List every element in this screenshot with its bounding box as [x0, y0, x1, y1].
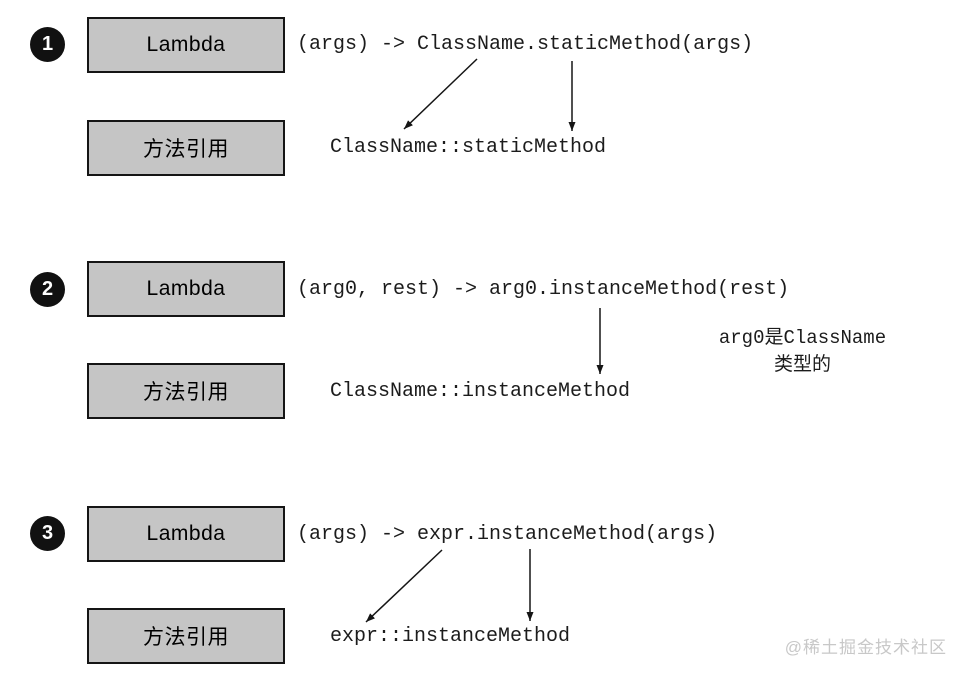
lambda-code-2: (arg0, rest) -> arg0.instanceMethod(rest…	[297, 278, 790, 301]
method-ref-code-2: ClassName::instanceMethod	[330, 380, 631, 403]
lambda-box-label-1: Lambda	[146, 33, 226, 56]
type-annotation-line2: 类型的	[773, 354, 831, 376]
method-ref-box-label-1: 方法引用	[143, 138, 229, 161]
step-number-3: 3	[41, 522, 54, 544]
lambda-code-3: (args) -> expr.instanceMethod(args)	[297, 523, 718, 546]
method-ref-box-2: 方法引用	[87, 363, 285, 419]
lambda-box-2: Lambda	[87, 261, 285, 317]
step-number-badge-3: 3	[30, 516, 65, 551]
step-number-badge-1: 1	[30, 27, 65, 62]
type-annotation-line1: arg0是ClassName	[718, 327, 887, 349]
method-ref-code-1: ClassName::staticMethod	[330, 136, 607, 159]
method-ref-box-label-3: 方法引用	[143, 626, 229, 649]
method-ref-code-3: expr::instanceMethod	[330, 625, 571, 648]
lambda-code-1: (args) -> ClassName.staticMethod(args)	[297, 33, 754, 56]
method-ref-box-label-2: 方法引用	[143, 381, 229, 404]
type-annotation-2: arg0是ClassName 类型的	[685, 325, 920, 379]
method-ref-box-3: 方法引用	[87, 608, 285, 664]
step-number-1: 1	[41, 33, 54, 55]
lambda-box-label-2: Lambda	[146, 277, 226, 300]
method-ref-box-1: 方法引用	[87, 120, 285, 176]
watermark: @稀土掘金技术社区	[784, 638, 947, 657]
arrow-expr-map-3	[365, 549, 443, 623]
lambda-box-3: Lambda	[87, 506, 285, 562]
lambda-box-label-3: Lambda	[146, 522, 226, 545]
arrow-classname-map-1	[403, 58, 478, 130]
step-number-2: 2	[41, 278, 54, 300]
step-number-badge-2: 2	[30, 272, 65, 307]
lambda-box-1: Lambda	[87, 17, 285, 73]
